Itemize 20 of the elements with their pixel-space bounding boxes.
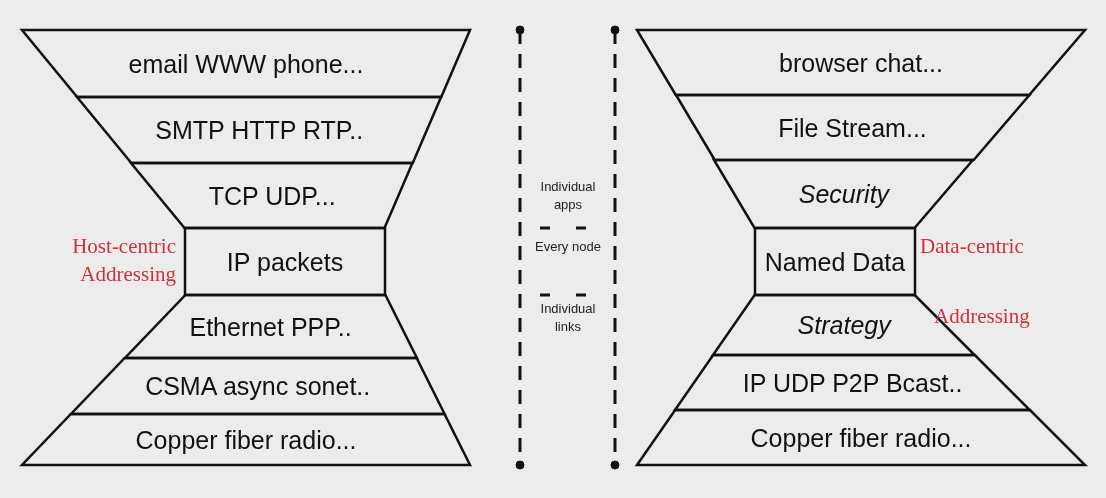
layer-label: Ethernet PPP..	[189, 311, 352, 342]
layer-label: Copper fiber radio...	[135, 424, 357, 455]
layer-label: email WWW phone...	[128, 48, 364, 79]
layer-label: Copper fiber radio...	[750, 422, 972, 453]
annotation-label: Addressing	[934, 303, 1030, 330]
layer-label: Security	[798, 179, 890, 209]
scope-label: Individual apps	[539, 178, 597, 214]
layer-label: Strategy	[797, 310, 891, 340]
layer-label: IP UDP P2P Bcast..	[742, 367, 963, 398]
layer-label: Named Data	[764, 246, 906, 277]
scope-label: Individual links	[539, 300, 597, 336]
layer-label: CSMA async sonet..	[145, 371, 371, 401]
layer-label: TCP UDP...	[208, 180, 336, 211]
annotation-label: Data-centric	[920, 233, 1024, 260]
layer-label: IP packets	[226, 246, 344, 277]
scope-label: Every node	[534, 238, 602, 256]
annotation-label: Host-centric Addressing	[71, 233, 176, 288]
layer-label: SMTP HTTP RTP..	[155, 115, 364, 145]
layer-label: File Stream...	[778, 112, 927, 143]
layer-label: browser chat...	[779, 47, 943, 78]
